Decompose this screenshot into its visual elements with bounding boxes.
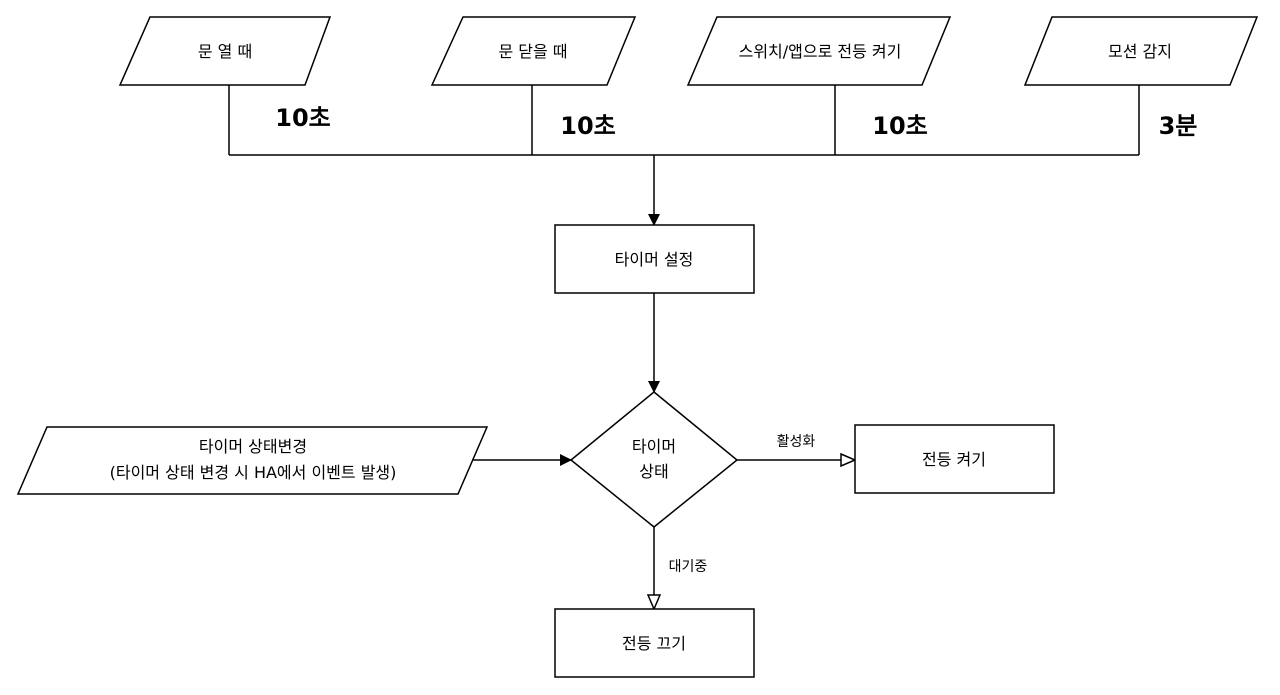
trigger-door-open-label: 문 열 때 [198,42,252,61]
trigger-switch-app-label: 스위치/앱으로 전등 켜기 [739,42,902,61]
trigger-motion-label: 모션 감지 [1108,42,1172,61]
light-on-label: 전등 켜기 [922,450,986,469]
duration-motion: 3분 [1159,112,1198,140]
timer-state-decision: 타이머 상태 [569,391,739,528]
edge-active-label: 활성화 [777,434,816,450]
decision-line2: 상태 [639,462,668,481]
trigger-door-close: 문 닫을 때 [430,16,637,86]
trigger-door-open: 문 열 때 [118,16,332,86]
state-change-line1: 타이머 상태변경 [199,437,307,456]
light-on-box: 전등 켜기 [854,424,1055,494]
decision-line1: 타이머 [632,437,676,456]
duration-door-close: 10초 [560,112,615,140]
edge-idle-label: 대기중 [669,559,708,575]
state-change-input: 타이머 상태변경 (타이머 상태 변경 시 HA에서 이벤트 발생) [16,426,489,495]
trigger-motion: 모션 감지 [1023,16,1259,86]
trigger-door-close-label: 문 닫을 때 [498,42,567,61]
trigger-switch-app: 스위치/앱으로 전등 켜기 [686,16,952,86]
trigger-bus-lines [228,85,1140,156]
light-off-label: 전등 끄기 [622,634,686,653]
light-off-box: 전등 끄기 [554,608,755,678]
duration-door-open: 10초 [275,104,330,132]
duration-switch-app: 10초 [872,112,927,140]
timer-setup-box: 타이머 설정 [554,224,755,294]
timer-setup-label: 타이머 설정 [615,250,694,269]
state-change-line2: (타이머 상태 변경 시 HA에서 이벤트 발생) [110,463,397,482]
